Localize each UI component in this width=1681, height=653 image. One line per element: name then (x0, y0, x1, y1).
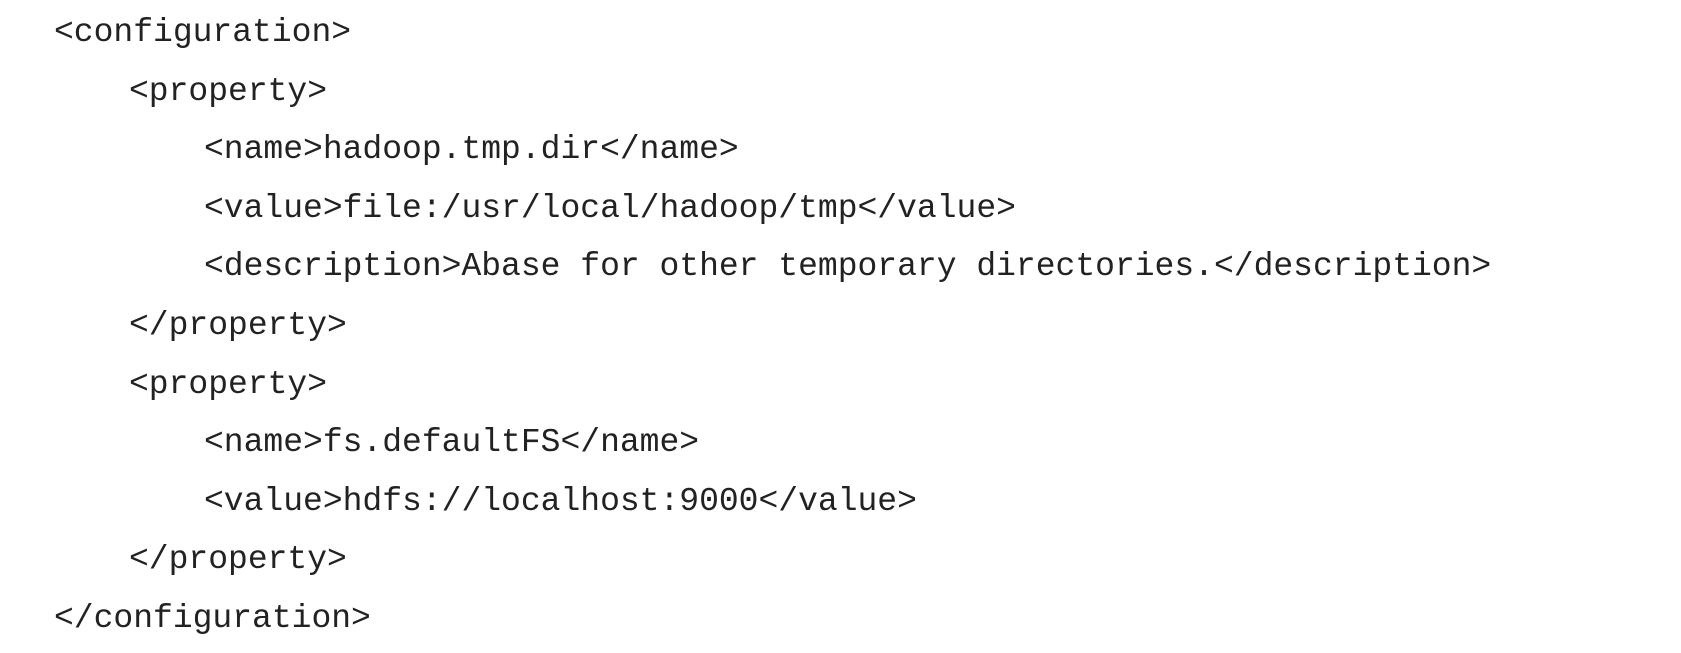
code-line-name-fs-defaultfs: <name>fs.defaultFS</name> (204, 424, 700, 462)
code-line-property-close: </property> (129, 541, 347, 579)
code-line-property-open: <property> (129, 365, 328, 403)
code-line-description: <description>Abase for other temporary d… (204, 248, 1492, 286)
code-line-name-hadoop-tmp-dir: <name>hadoop.tmp.dir</name> (204, 131, 739, 169)
code-line-configuration-close: </configuration> (54, 599, 371, 637)
code-line-property-open: <property> (129, 72, 328, 110)
code-line-value-hdfs-url: <value>hdfs://localhost:9000</value> (204, 482, 917, 520)
code-line-configuration-open: <configuration> (54, 14, 352, 51)
code-line-value-tmp-path: <value>file:/usr/local/hadoop/tmp</value… (204, 189, 1016, 227)
code-line-property-close: </property> (129, 306, 347, 344)
